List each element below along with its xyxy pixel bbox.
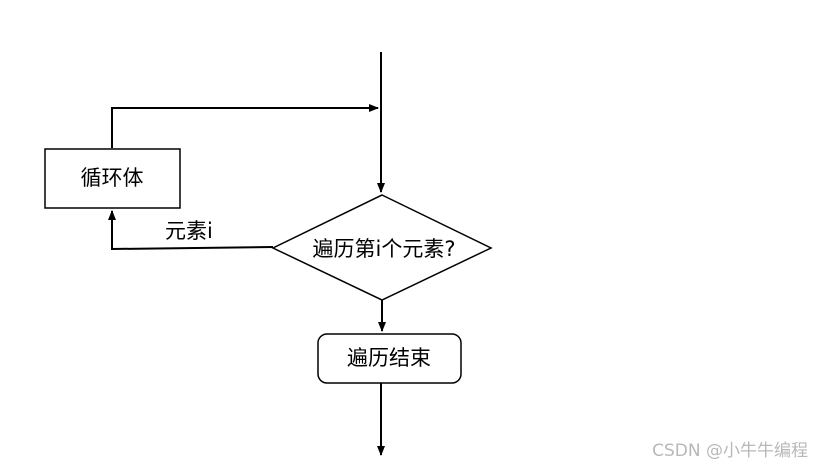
condition-label: 遍历第i个元素? bbox=[313, 237, 456, 261]
watermark: CSDN @小牛牛编程 bbox=[652, 441, 808, 461]
element-label: 元素i bbox=[165, 219, 213, 243]
loop-back-arrow bbox=[111, 104, 379, 148]
end-box bbox=[317, 333, 462, 384]
element-arrow bbox=[108, 210, 274, 251]
end-label: 遍历结束 bbox=[347, 346, 431, 370]
loop-body-box bbox=[44, 148, 181, 209]
loop-body-label: 循环体 bbox=[81, 166, 144, 190]
